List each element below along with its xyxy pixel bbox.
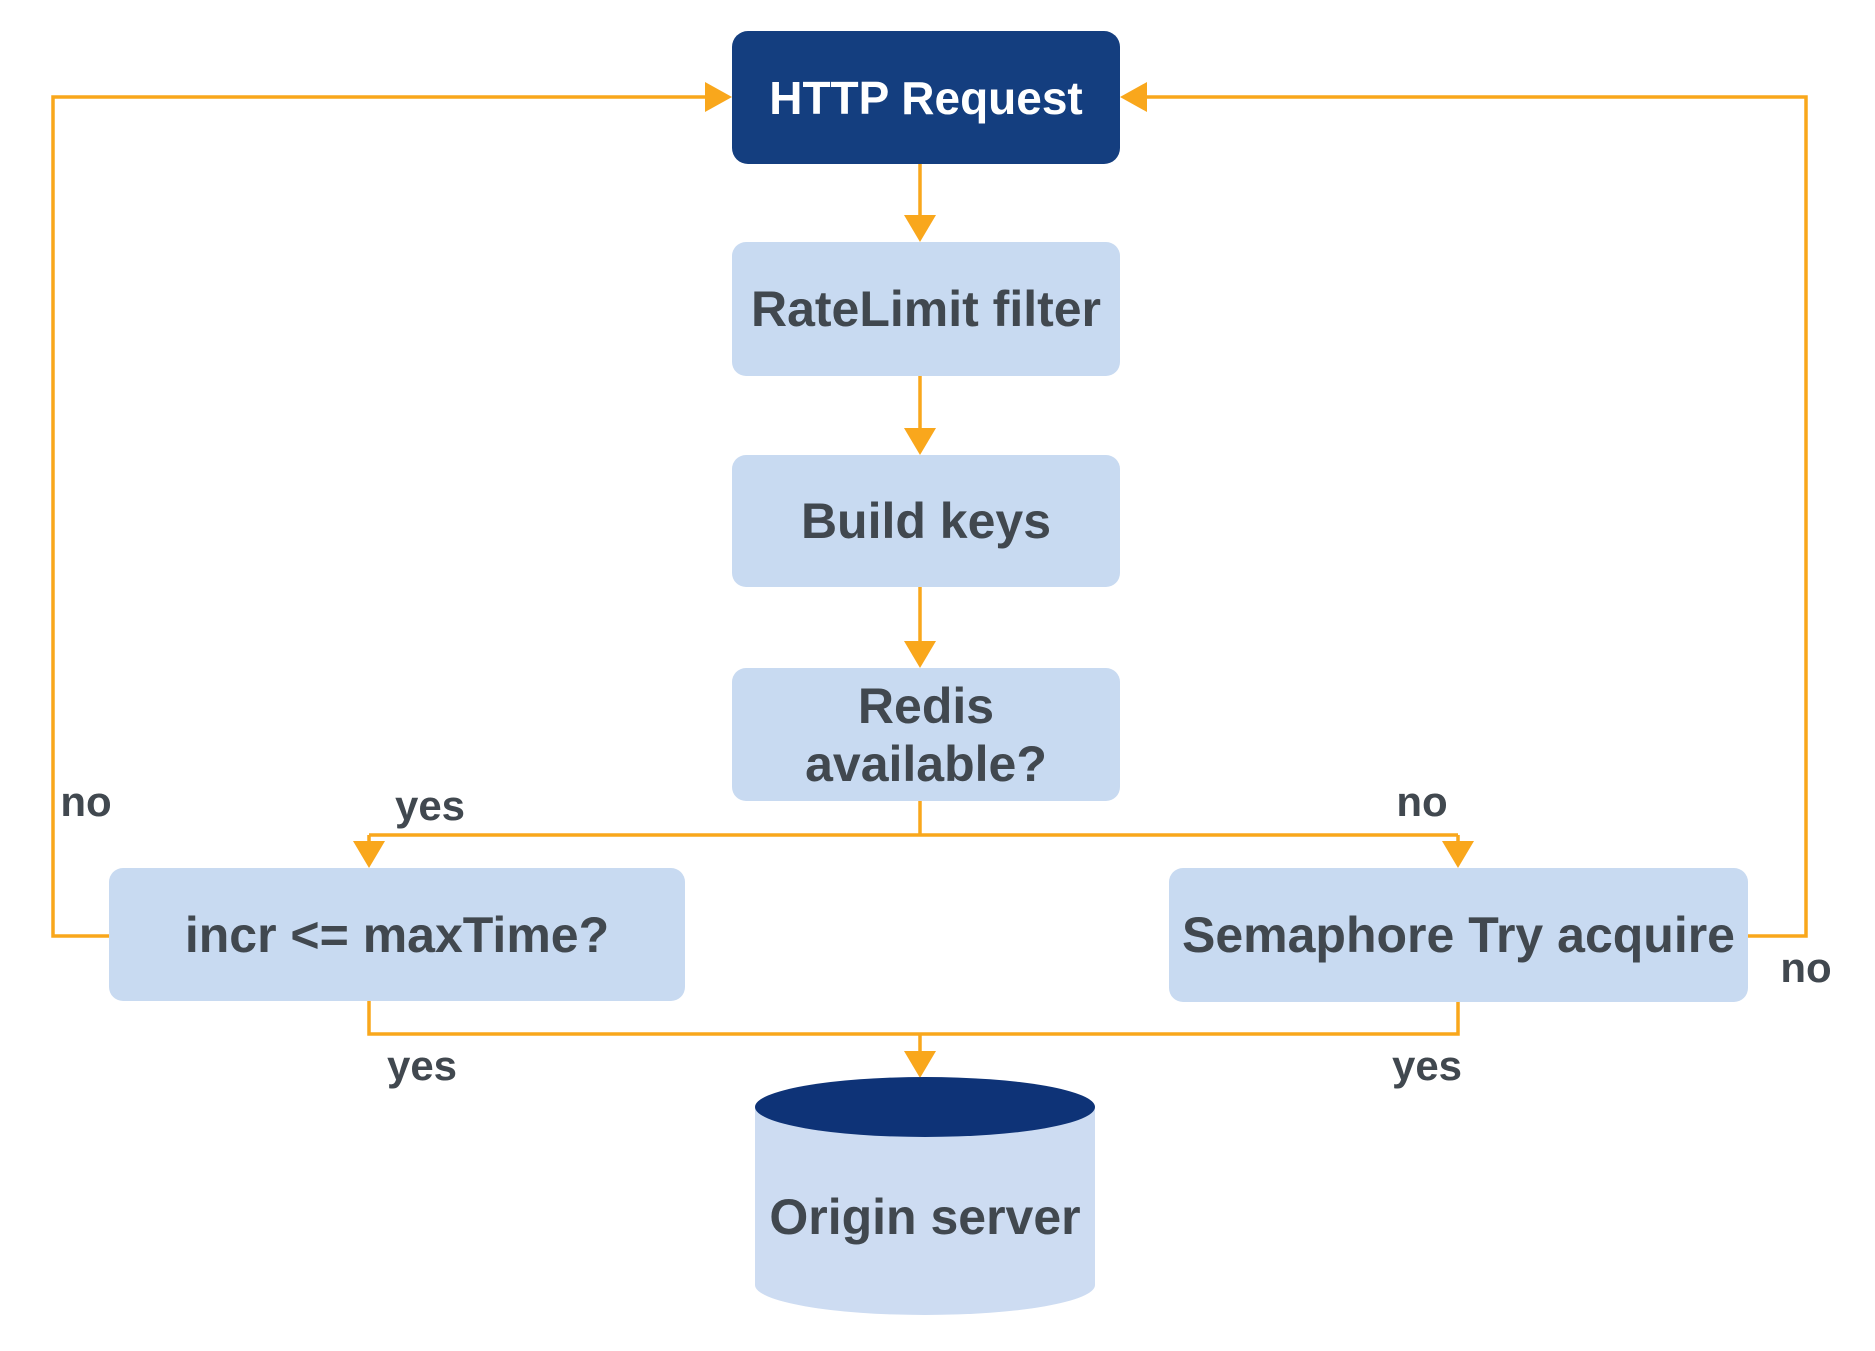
- node-origin-server-label: Origin server: [769, 1189, 1081, 1245]
- edge-redis-branch: [369, 801, 1458, 837]
- cylinder-body: [755, 1107, 1095, 1315]
- edge-label-semaphore-no: no: [1780, 944, 1832, 991]
- node-incr-check: incr <= maxTime?: [109, 868, 685, 1001]
- node-build-keys: Build keys: [732, 455, 1120, 587]
- arrowhead-left-icon: [1120, 82, 1147, 112]
- edge-buildkeys-to-redis: [904, 587, 936, 668]
- edge-semaphore-no-loop: [1120, 82, 1808, 938]
- node-semaphore-try-acquire-label: Semaphore Try acquire: [1181, 907, 1735, 963]
- edge-redis-yes-to-incr: [353, 835, 385, 868]
- node-redis-available-label: Redis available?: [805, 677, 1047, 792]
- node-semaphore-try-acquire: Semaphore Try acquire: [1169, 868, 1748, 1002]
- node-http-request-label: HTTP Request: [769, 71, 1083, 124]
- arrowhead-down-icon: [904, 641, 936, 668]
- arrowhead-down-icon: [904, 1051, 936, 1078]
- edge-redis-no-to-semaphore: [1442, 835, 1474, 868]
- edge-incr-yes-to-origin: [367, 1001, 920, 1036]
- edge-merge-to-origin: [904, 1034, 936, 1078]
- edge-http-to-ratelimit: [904, 164, 936, 242]
- arrowhead-down-icon: [1442, 841, 1474, 868]
- edge-label-redis-yes: yes: [394, 782, 466, 829]
- node-ratelimit-filter: RateLimit filter: [732, 242, 1120, 376]
- edge-label-incr-no: no: [60, 778, 112, 825]
- cylinder-top: [755, 1077, 1095, 1137]
- arrowhead-right-icon: [705, 82, 732, 112]
- node-build-keys-label: Build keys: [800, 493, 1052, 549]
- node-http-request: HTTP Request: [732, 31, 1120, 164]
- node-redis-available: Redis available?: [732, 668, 1120, 801]
- arrowhead-down-icon: [904, 215, 936, 242]
- edge-incr-no-loop: [51, 82, 732, 938]
- arrowhead-down-icon: [904, 428, 936, 455]
- edge-label-semaphore-yes: yes: [1391, 1042, 1463, 1089]
- edge-semaphore-yes-to-origin: [920, 1002, 1460, 1036]
- node-ratelimit-filter-label: RateLimit filter: [750, 281, 1102, 337]
- origin-server-cylinder: [755, 1077, 1095, 1315]
- edge-label-redis-no: no: [1396, 778, 1448, 825]
- arrowhead-down-icon: [353, 841, 385, 868]
- edge-ratelimit-to-buildkeys: [904, 376, 936, 455]
- edge-label-incr-yes: yes: [386, 1042, 458, 1089]
- node-incr-check-label: incr <= maxTime?: [184, 906, 610, 963]
- node-origin-server: Origin server: [755, 1137, 1095, 1297]
